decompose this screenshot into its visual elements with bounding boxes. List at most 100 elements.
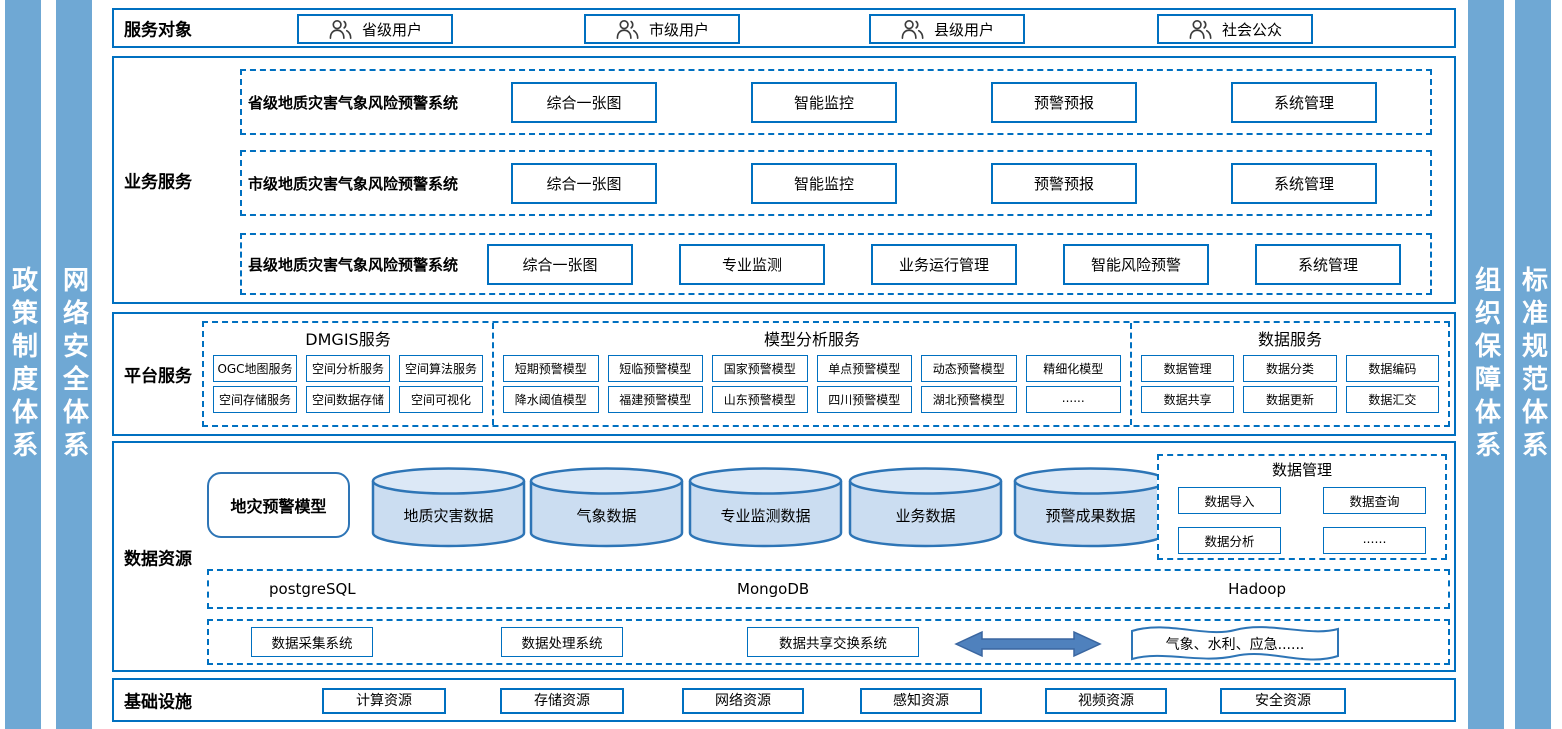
user-icon bbox=[901, 20, 924, 39]
section-label: 服务对象 bbox=[124, 20, 192, 41]
module-box: 预警预报 bbox=[991, 81, 1137, 123]
section-business-services: 业务服务 省级地质灾害气象风险预警系统 综合一张图 智能监控 预警预报 系统管理… bbox=[112, 56, 1456, 304]
resource-box-network: 网络资源 bbox=[682, 688, 804, 714]
system-title: 县级地质灾害气象风险预警系统 bbox=[248, 255, 459, 274]
module-box: 系统管理 bbox=[1231, 162, 1377, 204]
double-arrow-icon bbox=[954, 630, 1102, 658]
module-box: 业务运行管理 bbox=[871, 243, 1017, 285]
service-box: 空间算法服务 bbox=[399, 355, 483, 382]
resource-box-security: 安全资源 bbox=[1220, 688, 1346, 714]
service-box: 数据管理 bbox=[1141, 355, 1235, 382]
section-platform-services: 平台服务 DMGIS服务 OGC地图服务 空间分析服务 空间算法服务 空间存储服… bbox=[112, 312, 1456, 436]
dmgis-service-group: DMGIS服务 OGC地图服务 空间分析服务 空间算法服务 空间存储服务 空间数… bbox=[204, 323, 492, 425]
disaster-warning-model-box: 地灾预警模型 bbox=[207, 472, 350, 538]
cylinder-professional-monitoring-data: 专业监测数据 bbox=[687, 465, 844, 551]
database-cylinder-icon bbox=[848, 467, 1003, 548]
cylinder-geological-disaster-data: 地质灾害数据 bbox=[370, 465, 527, 551]
service-box: 空间数据存储 bbox=[306, 386, 390, 413]
section-infrastructure: 基础设施 计算资源 存储资源 网络资源 感知资源 视频资源 安全资源 bbox=[112, 678, 1456, 722]
module-box: 综合一张图 bbox=[487, 243, 633, 285]
data-management-box: 数据导入 bbox=[1178, 487, 1281, 514]
data-management-items: 数据导入 数据查询 数据分析 ...... bbox=[1159, 480, 1445, 554]
service-box: 单点预警模型 bbox=[816, 355, 912, 382]
service-box: 数据汇交 bbox=[1345, 386, 1439, 413]
service-box: 空间存储服务 bbox=[213, 386, 297, 413]
resource-box-sensing: 感知资源 bbox=[860, 688, 982, 714]
target-box-city-users: 市级用户 bbox=[584, 14, 740, 44]
service-box: 降水阈值模型 bbox=[503, 386, 599, 413]
cylinder-label: 地质灾害数据 bbox=[403, 507, 494, 525]
service-box: 国家预警模型 bbox=[712, 355, 808, 382]
cylinder-meteorological-data: 气象数据 bbox=[528, 465, 685, 551]
module-box: 预警预报 bbox=[991, 162, 1137, 204]
side-bar-organization-guarantee-system: 组织保障体系 bbox=[1468, 0, 1504, 729]
module-box: 智能风险预警 bbox=[1063, 243, 1209, 285]
system-box-data-sharing-exchange: 数据共享交换系统 bbox=[747, 627, 919, 657]
database-cylinder-icon bbox=[371, 467, 526, 548]
side-bar-label: 组织保障体系 bbox=[1470, 265, 1501, 464]
service-row: 空间存储服务 空间数据存储 空间可视化 bbox=[213, 386, 483, 413]
city-system-group: 市级地质灾害气象风险预警系统 综合一张图 智能监控 预警预报 系统管理 bbox=[240, 150, 1432, 216]
service-box: 山东预警模型 bbox=[712, 386, 808, 413]
database-hadoop: Hadoop bbox=[1228, 580, 1286, 598]
data-management-box: 数据查询 bbox=[1323, 487, 1426, 514]
service-box: 四川预警模型 bbox=[816, 386, 912, 413]
data-management-box: ...... bbox=[1323, 527, 1426, 554]
side-bar-network-security-system: 网络安全体系 bbox=[56, 0, 92, 729]
tape-shape-icon bbox=[1131, 626, 1339, 661]
target-box-public: 社会公众 bbox=[1157, 14, 1313, 44]
database-mongodb: MongoDB bbox=[737, 580, 810, 598]
section-data-resources: 数据资源 地灾预警模型 地质灾害数据 气象数据 专业监测数据 业务数据 bbox=[112, 441, 1456, 672]
group-title: DMGIS服务 bbox=[305, 330, 391, 349]
service-box: OGC地图服务 bbox=[213, 355, 297, 382]
data-service-group: 数据服务 数据管理 数据分类 数据编码 数据共享 数据更新 数据汇交 bbox=[1130, 323, 1448, 425]
user-icon bbox=[1189, 20, 1212, 39]
side-bar-policy-system: 政策制度体系 bbox=[5, 0, 41, 729]
service-box: 短临预警模型 bbox=[607, 355, 703, 382]
module-box: 系统管理 bbox=[1255, 243, 1401, 285]
cylinder-label: 气象数据 bbox=[576, 507, 637, 525]
resource-box-storage: 存储资源 bbox=[500, 688, 624, 714]
service-row: 数据管理 数据分类 数据编码 bbox=[1141, 355, 1439, 382]
target-box-provincial-users: 省级用户 bbox=[297, 14, 453, 44]
module-box: 系统管理 bbox=[1231, 81, 1377, 123]
database-cylinder-icon bbox=[1013, 467, 1168, 548]
data-management-group: 数据管理 数据导入 数据查询 数据分析 ...... bbox=[1157, 454, 1447, 560]
external-systems-tape: 气象、水利、应急...... bbox=[1129, 623, 1341, 665]
system-modules: 综合一张图 专业监测 业务运行管理 智能风险预警 系统管理 bbox=[464, 243, 1430, 285]
service-box: 数据更新 bbox=[1243, 386, 1337, 413]
section-label: 业务服务 bbox=[124, 172, 192, 193]
service-row: OGC地图服务 空间分析服务 空间算法服务 bbox=[213, 355, 483, 382]
user-icon bbox=[329, 20, 352, 39]
system-box-data-collection: 数据采集系统 bbox=[251, 627, 373, 657]
target-label: 省级用户 bbox=[361, 20, 422, 39]
system-modules: 综合一张图 智能监控 预警预报 系统管理 bbox=[464, 81, 1430, 123]
section-label: 基础设施 bbox=[124, 692, 192, 713]
cylinder-warning-result-data: 预警成果数据 bbox=[1012, 465, 1169, 551]
target-label: 市级用户 bbox=[648, 20, 709, 39]
data-management-box: 数据分析 bbox=[1178, 527, 1281, 554]
section-label: 数据资源 bbox=[124, 549, 192, 569]
cylinder-label: 专业监测数据 bbox=[720, 507, 811, 525]
service-row: 短期预警模型 短临预警模型 国家预警模型 单点预警模型 动态预警模型 精细化模型 bbox=[503, 355, 1121, 382]
resource-box-video: 视频资源 bbox=[1045, 688, 1167, 714]
module-box: 综合一张图 bbox=[511, 162, 657, 204]
model-analysis-service-group: 模型分析服务 短期预警模型 短临预警模型 国家预警模型 单点预警模型 动态预警模… bbox=[492, 323, 1130, 425]
service-box: ...... bbox=[1025, 386, 1121, 413]
module-box: 综合一张图 bbox=[511, 81, 657, 123]
side-bar-label: 标准规范体系 bbox=[1517, 265, 1548, 464]
resource-box-compute: 计算资源 bbox=[322, 688, 446, 714]
cylinder-business-data: 业务数据 bbox=[847, 465, 1004, 551]
database-cylinder-icon bbox=[688, 467, 843, 548]
module-box: 智能监控 bbox=[751, 81, 897, 123]
service-box: 空间分析服务 bbox=[306, 355, 390, 382]
target-label: 社会公众 bbox=[1221, 20, 1282, 39]
module-box: 智能监控 bbox=[751, 162, 897, 204]
target-label: 县级用户 bbox=[933, 20, 994, 39]
platform-groups: DMGIS服务 OGC地图服务 空间分析服务 空间算法服务 空间存储服务 空间数… bbox=[202, 321, 1450, 427]
service-box: 湖北预警模型 bbox=[921, 386, 1017, 413]
service-box: 数据分类 bbox=[1243, 355, 1337, 382]
group-title: 数据服务 bbox=[1257, 330, 1322, 349]
data-systems-layer: 数据采集系统 数据处理系统 数据共享交换系统 气象、水利、应急...... bbox=[207, 619, 1450, 665]
system-modules: 综合一张图 智能监控 预警预报 系统管理 bbox=[464, 162, 1430, 204]
